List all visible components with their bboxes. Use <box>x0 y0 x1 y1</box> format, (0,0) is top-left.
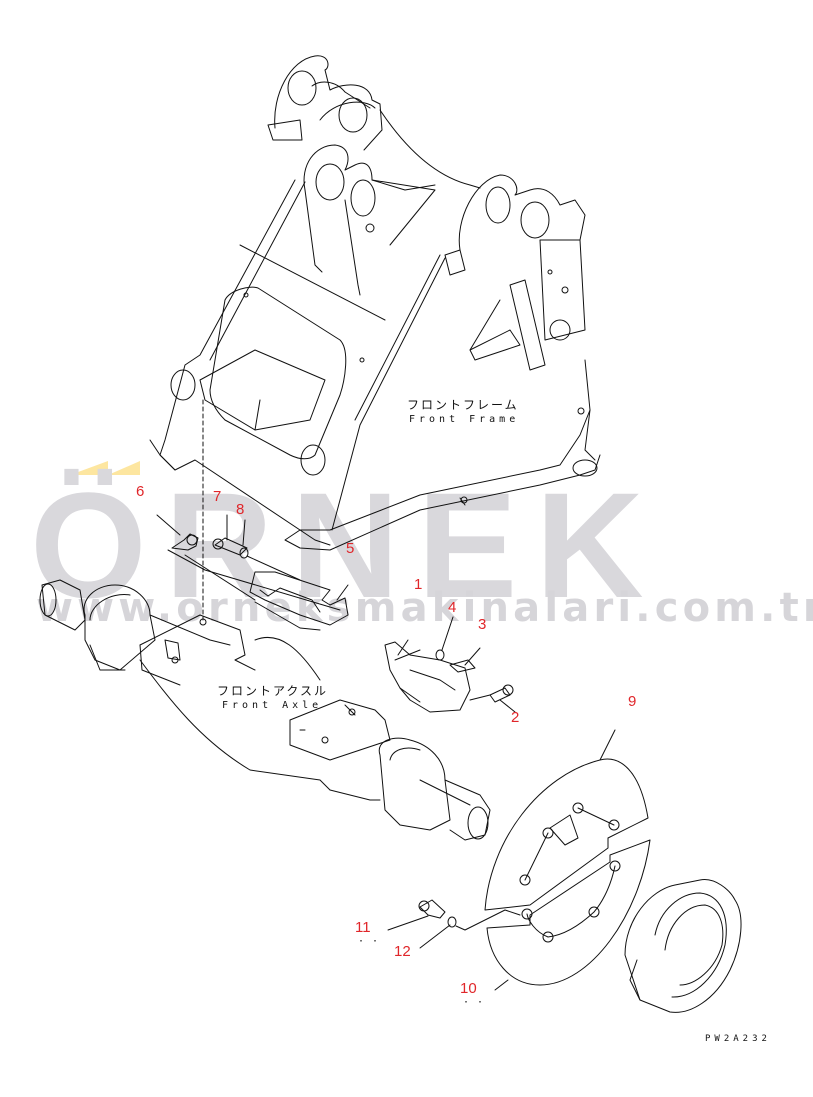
hub-ring <box>624 879 742 1013</box>
callout-9: 9 <box>628 693 637 710</box>
callout-3: 3 <box>478 616 487 633</box>
plate-10 <box>486 839 651 991</box>
callout-4: 4 <box>448 599 457 616</box>
watermark-accent-right <box>108 461 140 475</box>
bracket-5 <box>249 571 349 631</box>
front-frame-label-en: Front Frame <box>409 414 520 425</box>
front-axle-label-en: Front Axle <box>222 700 323 711</box>
fasteners-left <box>156 514 341 611</box>
callout-12: 12 <box>394 943 411 960</box>
front-axle-drawing <box>39 579 491 841</box>
dot-marks-11: ·· <box>358 936 387 947</box>
watermark-brand: ÖRNEK <box>30 461 662 629</box>
plate-9 <box>484 729 649 911</box>
callout-1: 1 <box>414 576 423 593</box>
watermark-accent-left <box>70 461 108 475</box>
callout-2: 2 <box>511 709 520 726</box>
callout-11: 11 <box>355 919 371 936</box>
fasteners-lower <box>387 899 521 949</box>
dot-marks-10: ·· <box>463 997 492 1008</box>
callout-10: 10 <box>460 980 477 997</box>
callout-8: 8 <box>236 501 245 518</box>
callout-6: 6 <box>136 483 145 500</box>
callout-7: 7 <box>213 488 222 505</box>
front-axle-label-jp: フロントアクスル <box>217 684 329 698</box>
bracket-1 <box>384 616 516 713</box>
front-frame-drawing <box>149 55 601 551</box>
drawing-code: PW2A232 <box>705 1034 771 1044</box>
callout-5: 5 <box>346 540 355 557</box>
front-frame-label-jp: フロントフレーム <box>407 398 519 412</box>
